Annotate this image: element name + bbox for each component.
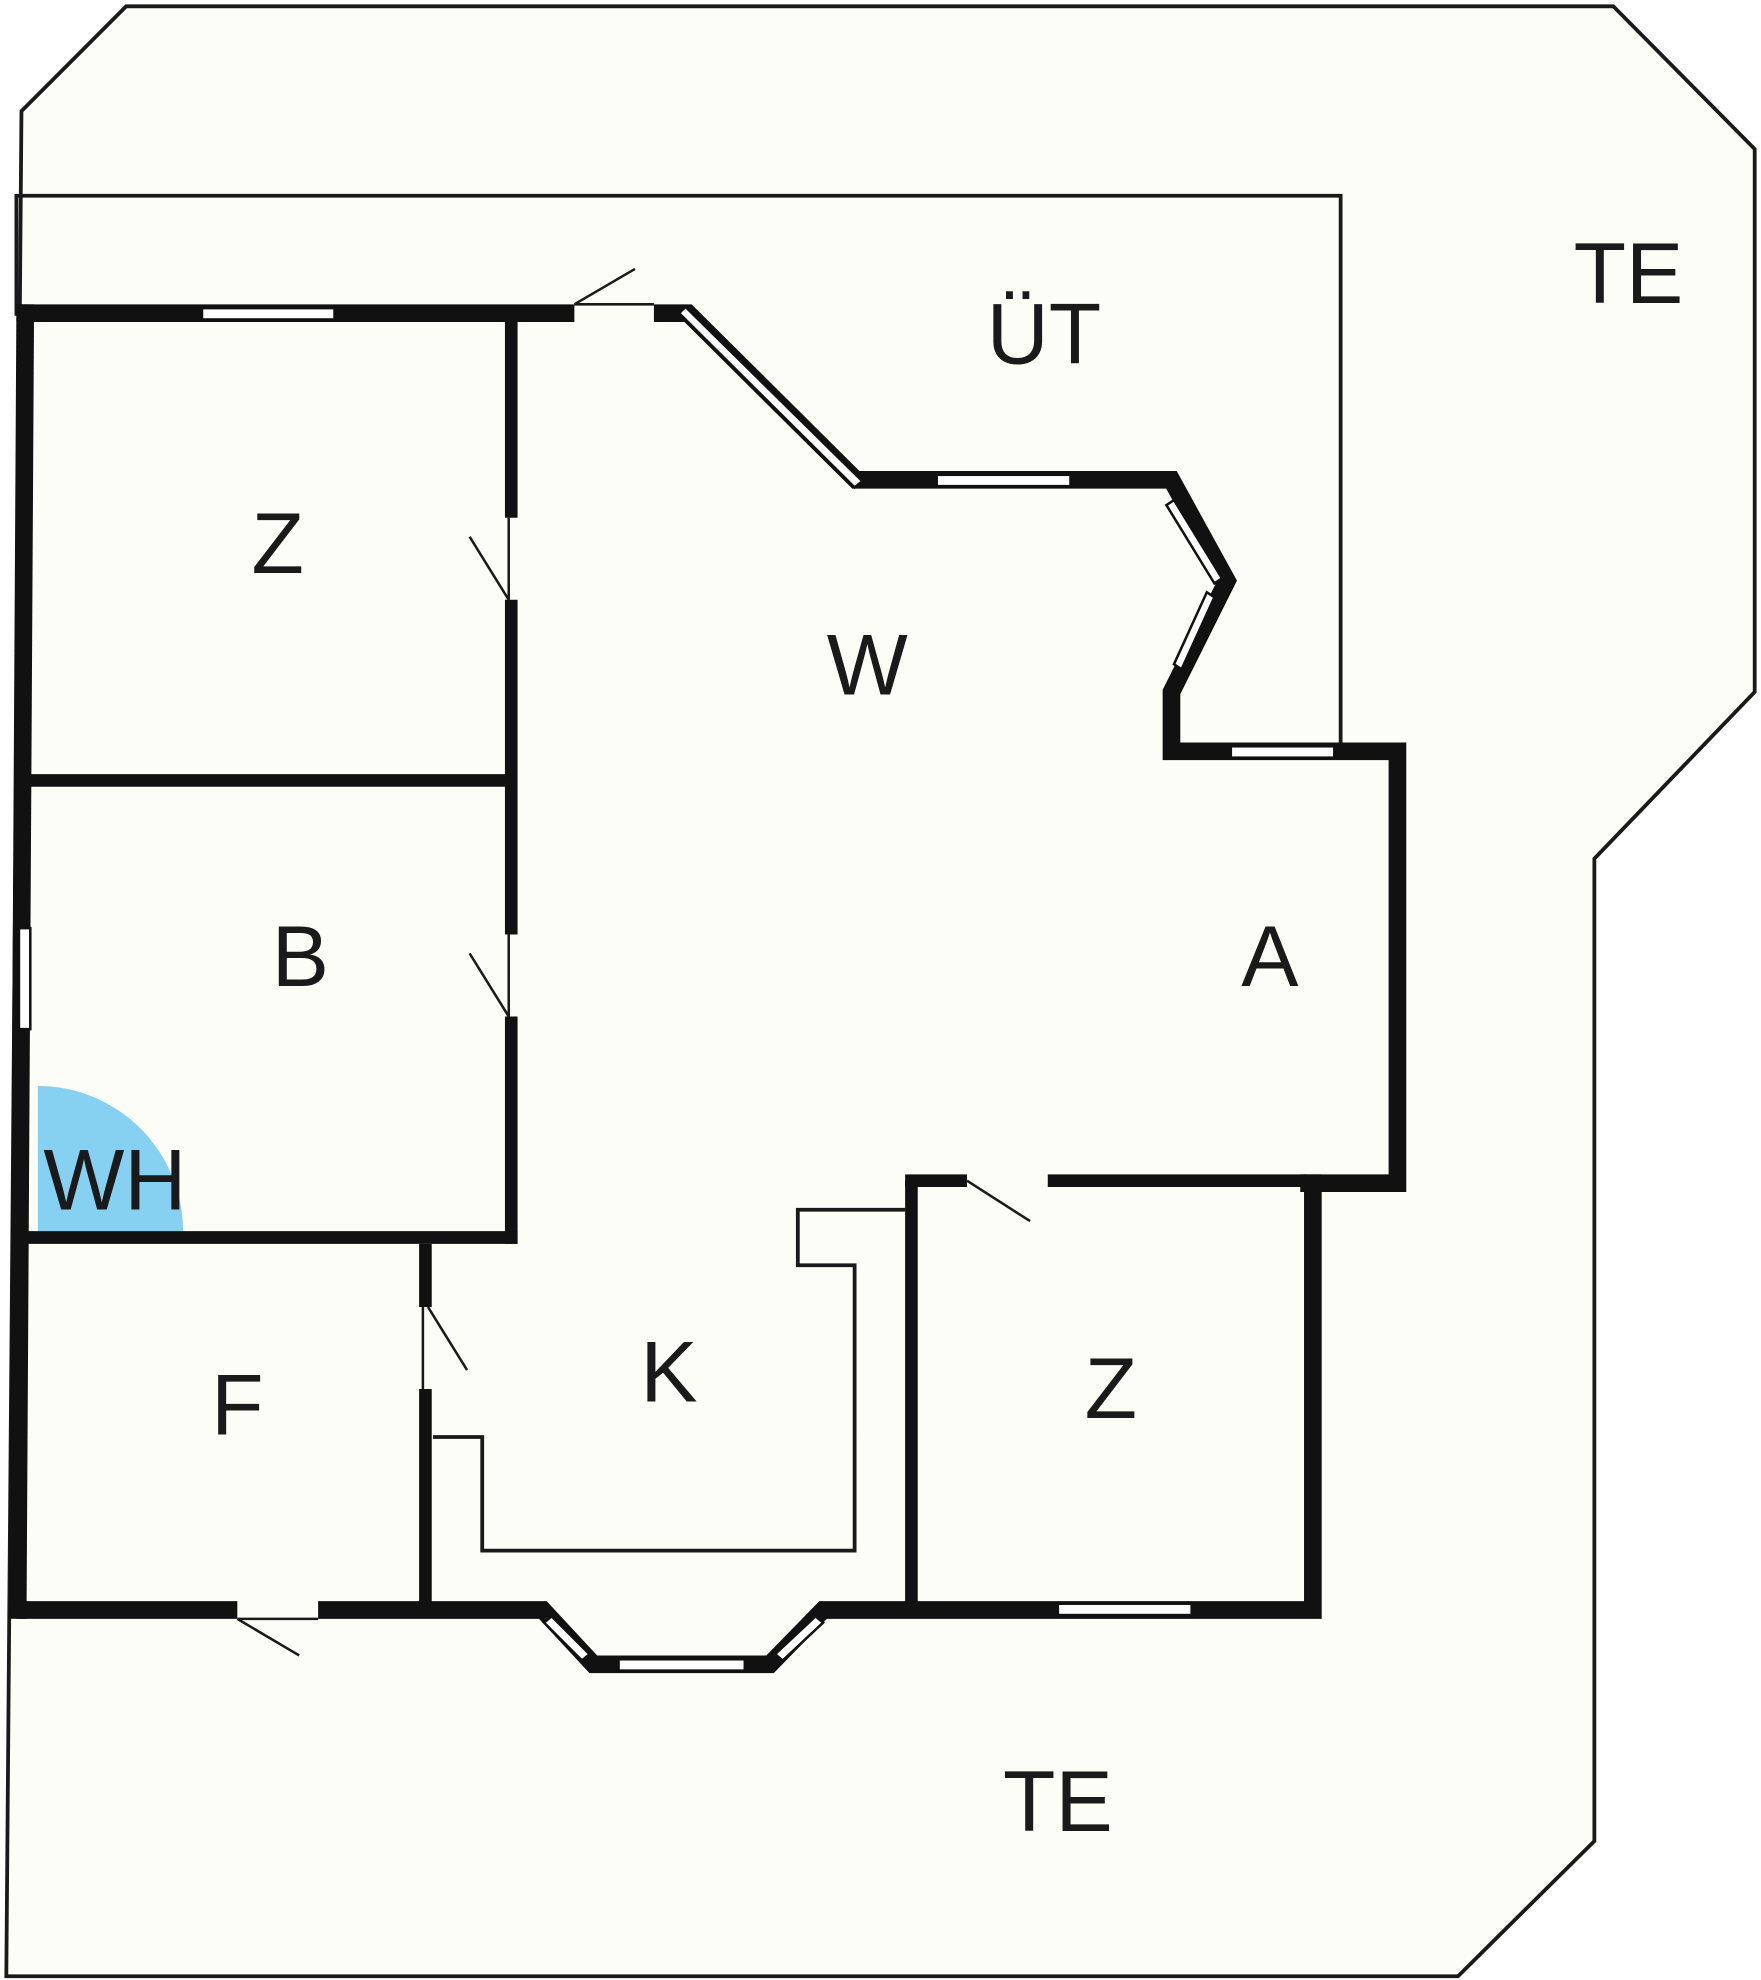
label-living-room: W bbox=[827, 617, 908, 713]
label-bedroom-bottom: Z bbox=[1085, 1341, 1137, 1437]
label-bathroom: B bbox=[272, 909, 329, 1005]
kitchen-counter bbox=[432, 1207, 906, 1553]
label-kitchen: K bbox=[640, 1325, 697, 1421]
label-water-heater: WH bbox=[43, 1133, 186, 1229]
label-terrace-right: TE bbox=[1574, 226, 1684, 322]
windows bbox=[17, 305, 1336, 1672]
label-hallway: A bbox=[1241, 909, 1299, 1005]
label-bedroom-top: Z bbox=[252, 496, 304, 592]
door-swings bbox=[236, 267, 1031, 1657]
terrace-outline bbox=[4, 4, 1757, 1979]
label-hall-f: F bbox=[211, 1357, 263, 1453]
water-heater-area bbox=[37, 1085, 184, 1232]
covered-terrace-outline bbox=[14, 193, 1343, 746]
label-terrace-bottom: TE bbox=[1003, 1754, 1113, 1850]
label-covered-terrace: ÜT bbox=[987, 287, 1101, 383]
